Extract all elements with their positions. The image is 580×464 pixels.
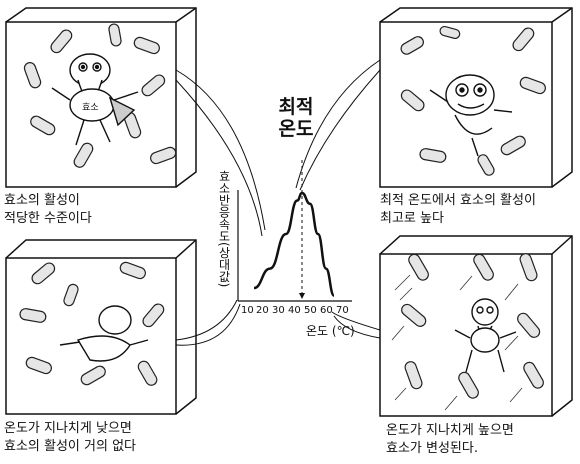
motion-lines [391, 274, 523, 411]
title-line-1: 최적 [278, 96, 314, 118]
enzyme-badge: 효소 [82, 103, 99, 113]
caption-line: 온도가 지나치게 낮으면 [4, 421, 132, 436]
x-axis-label: 온도 (℃) [306, 324, 355, 338]
enzyme-character-top-right [429, 74, 513, 157]
enzyme-character-top-left [51, 53, 139, 146]
tick-label: 60 [320, 305, 333, 316]
caption-line: 효소의 활성이 [4, 193, 80, 208]
enzyme-character-bottom-left [59, 305, 149, 362]
caption-line: 최고로 높다 [380, 211, 444, 226]
tick-label: 10 [241, 305, 254, 316]
particles-bottom-right [401, 253, 544, 399]
title-line-2: 온도 [278, 118, 314, 140]
box-bottom-left [5, 239, 197, 415]
graph [237, 160, 352, 302]
caption-bottom-left: 온도가 지나치게 낮으면 효소의 활성이 거의 없다 [4, 420, 136, 456]
caption-top-left: 효소의 활성이 적당한 수준이다 [4, 192, 92, 228]
tick-label: 50 [304, 305, 317, 316]
optimum-arrow-head [299, 293, 305, 299]
tick-label: 40 [288, 305, 301, 316]
tick-label: 20 [256, 305, 269, 316]
caption-line: 최적 온도에서 효소의 활성이 [380, 193, 536, 208]
y-axis-label: 효소반응속도(상대값) [217, 170, 231, 288]
activity-curve [253, 191, 336, 297]
caption-line: 적당한 수준이다 [4, 211, 92, 226]
enzyme-character-bottom-right [454, 298, 517, 373]
tick-label: 30 [272, 305, 285, 316]
particles-bottom-left [19, 261, 165, 386]
particles-top-left [23, 23, 177, 168]
caption-line: 효소가 변성된다. [386, 441, 478, 456]
caption-line: 효소의 활성이 거의 없다 [4, 439, 136, 454]
title: 최적 온도 [270, 96, 322, 140]
caption-top-right: 최적 온도에서 효소의 활성이 최고로 높다 [380, 192, 536, 228]
caption-line: 온도가 지나치게 높으면 [386, 423, 514, 438]
caption-bottom-right: 온도가 지나치게 높으면 효소가 변성된다. [386, 422, 514, 458]
particles-top-right [400, 25, 546, 176]
tick-label: 70 [336, 305, 349, 316]
